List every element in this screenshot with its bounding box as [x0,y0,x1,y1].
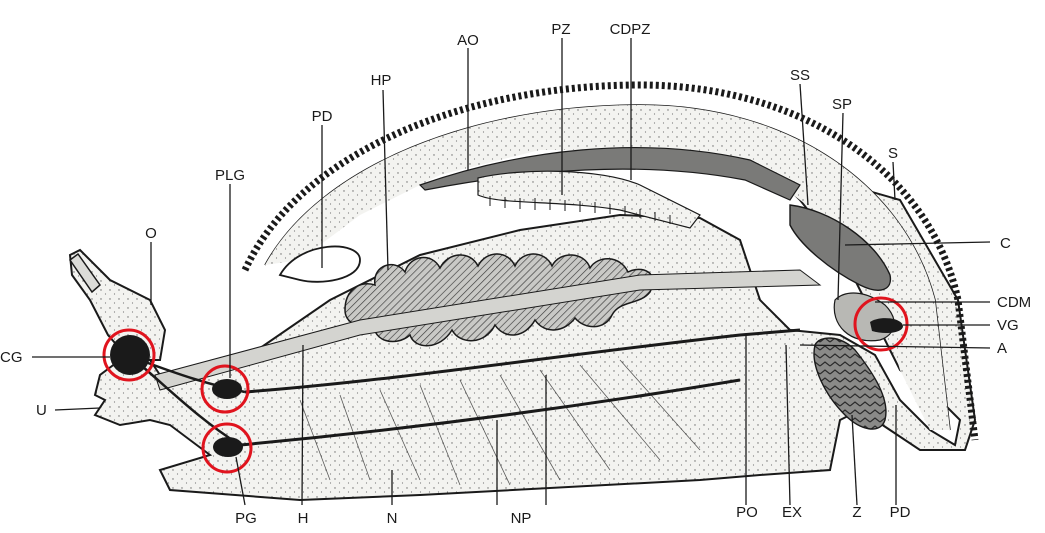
label-np: NP [511,510,532,527]
label-a: A [997,340,1007,357]
plg-ganglion [212,379,242,399]
label-o: O [145,225,157,242]
label-z: Z [852,504,861,521]
label-u: U [36,402,47,419]
label-pg: PG [235,510,257,527]
label-cdpz: CDPZ [610,21,651,38]
label-pd-bottom: PD [890,504,911,521]
label-h: H [298,510,309,527]
label-hp: HP [371,72,392,89]
label-pz: PZ [551,21,570,38]
label-cg: CG [0,349,23,366]
label-ex: EX [782,504,802,521]
label-c: C [1000,235,1011,252]
label-sp: SP [832,96,852,113]
label-n: N [387,510,398,527]
label-po: PO [736,504,758,521]
label-vg: VG [997,317,1019,334]
label-s: S [888,145,898,162]
label-ao: AO [457,32,479,49]
label-plg: PLG [215,167,245,184]
cg-ganglion [110,335,150,375]
pg-ganglion [213,437,243,457]
label-pd-top: PD [312,108,333,125]
label-cdm: CDM [997,294,1031,311]
label-ss: SS [790,67,810,84]
